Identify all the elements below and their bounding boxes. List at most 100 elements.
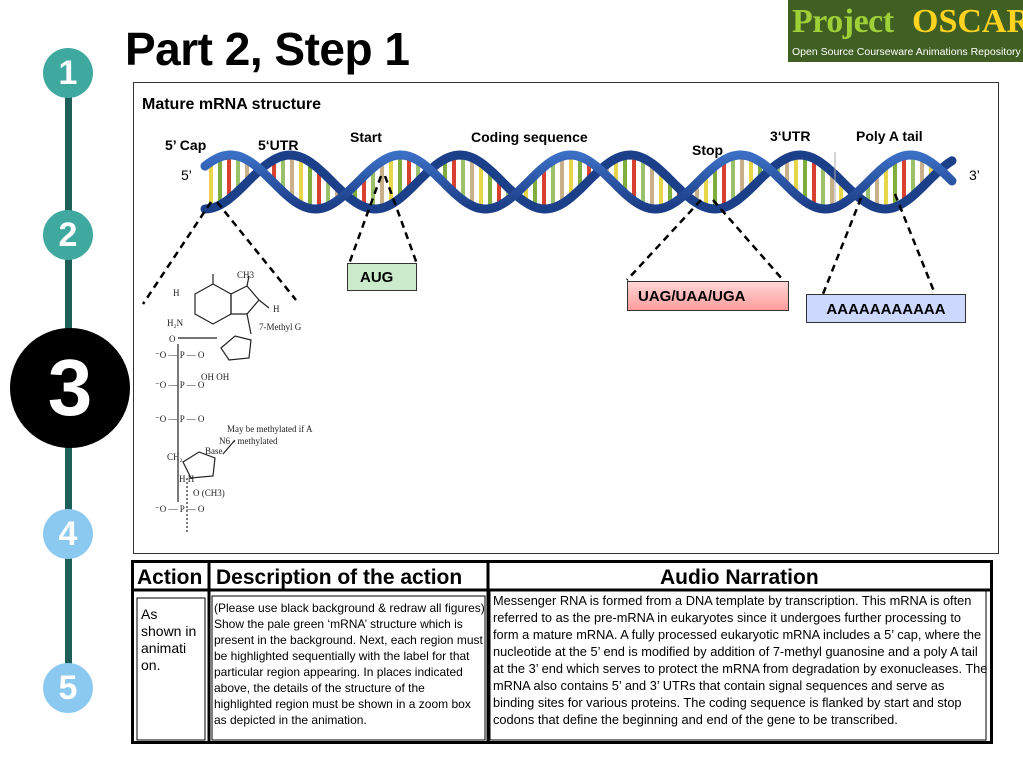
base-pair	[236, 156, 240, 192]
action-text: As shown in animati on.	[141, 606, 197, 673]
logo-tagline: Open Source Courseware Animations Reposi…	[792, 46, 1021, 58]
svg-text:N6 - methylated: N6 - methylated	[219, 436, 278, 446]
label-3-utr: 3‘UTR	[770, 128, 811, 144]
step-timeline	[10, 48, 130, 713]
svg-text:O (CH3): O (CH3)	[193, 488, 225, 498]
zoom-lines	[141, 175, 937, 305]
svg-text:H H: H H	[179, 474, 195, 484]
step-2-number: 2	[58, 216, 78, 254]
step-2-marker[interactable]	[43, 210, 93, 260]
base-pair	[623, 155, 627, 194]
svg-text:⁻O — P — O: ⁻O — P — O	[155, 504, 205, 514]
base-pair	[542, 166, 546, 209]
base-pair	[488, 169, 492, 209]
base-pair	[524, 183, 528, 203]
label-5-utr: 5‘UTR	[258, 137, 299, 153]
table-gridlines	[131, 560, 993, 744]
base-pair	[281, 155, 285, 192]
base-pair	[812, 158, 816, 207]
base-pair	[695, 182, 699, 204]
stop-zoom-line-right	[712, 199, 784, 281]
step-3-marker[interactable]	[10, 328, 130, 448]
diagram-title: Mature mRNA structure	[142, 96, 321, 113]
cap-structure-labels: H H₂N CH3 H 7-Methyl G O ⁻O — P — O ⁻O —…	[155, 270, 313, 514]
base-pair	[911, 155, 915, 196]
base-pair	[371, 167, 375, 209]
label-coding-sequence: Coding sequence	[471, 129, 588, 145]
mrna-helix-diagram: H H₂N CH3 H 7-Methyl G O ⁻O — P — O ⁻O —…	[141, 150, 957, 534]
base-pair	[740, 155, 744, 197]
logo-word-oscar: OSCAR	[912, 3, 1023, 40]
base-pair	[776, 163, 780, 178]
step-1-marker[interactable]	[43, 48, 93, 98]
base-pair	[290, 155, 294, 200]
storyboard-table	[131, 560, 993, 744]
base-pair	[362, 176, 366, 207]
label-stop: Stop	[692, 142, 724, 158]
base-pair	[335, 186, 339, 201]
base-pair	[461, 155, 465, 201]
base-pair	[506, 187, 510, 201]
svg-text:H: H	[273, 304, 280, 314]
svg-text:O: O	[169, 334, 176, 344]
base-pair	[614, 158, 618, 186]
base-pair	[497, 178, 501, 206]
base-pair	[560, 156, 564, 204]
cap-zoom-line-left	[141, 201, 213, 305]
project-oscar-logo: Project OSCAR Open Source Courseware Ani…	[788, 0, 1023, 62]
base-pair	[479, 162, 483, 209]
base-pair	[731, 156, 735, 204]
ribose-ring-2	[182, 451, 216, 479]
label-3-prime-end: 3’	[969, 167, 980, 183]
base-pair	[308, 162, 312, 209]
base-pair	[416, 160, 420, 182]
svg-text:H₂N: H₂N	[167, 318, 184, 328]
polya-zoom-line-right	[893, 193, 937, 295]
step-5-marker[interactable]	[43, 663, 93, 713]
step-5-number: 5	[58, 669, 78, 707]
ribose-ring-1	[220, 335, 252, 361]
base-pair	[272, 159, 276, 184]
base-pair	[218, 156, 222, 205]
label-poly-a-tail: Poly A tail	[856, 128, 923, 144]
base-pair	[920, 157, 924, 188]
poly-a-box: AAAAAAAAAAA	[806, 294, 966, 323]
base-pair	[839, 180, 843, 205]
base-pair	[650, 163, 654, 209]
label-start: Start	[350, 129, 382, 145]
base-pair	[758, 161, 762, 180]
base-pair	[632, 155, 636, 201]
base-pair	[794, 155, 798, 195]
mrna-strand-back	[200, 150, 957, 214]
page-title: Part 2, Step 1	[125, 23, 410, 75]
base-pair	[902, 155, 906, 203]
label-5-cap: 5’ Cap	[165, 137, 207, 153]
step-4-marker[interactable]	[43, 509, 93, 559]
base-pair	[578, 156, 582, 190]
start-zoom-line-right	[383, 175, 419, 265]
base-pair	[299, 157, 303, 206]
step-1-number: 1	[58, 54, 78, 92]
base-pair	[470, 157, 474, 206]
base-pair	[587, 161, 591, 181]
header-description: Description of the action	[216, 566, 463, 589]
base-pair	[353, 184, 357, 202]
base-pair	[551, 160, 555, 208]
logo-word-project: Project	[792, 3, 894, 40]
polya-zoom-line-left	[821, 197, 863, 295]
base-pair	[668, 179, 672, 206]
base-pair	[875, 173, 879, 208]
svg-text:⁻O — P — O: ⁻O — P — O	[155, 350, 205, 360]
base-pair	[893, 159, 897, 208]
base-pair	[452, 155, 456, 193]
base-pair	[830, 171, 834, 209]
base-pair	[713, 166, 717, 209]
stop-codon-box: UAG/UAA/UGA	[627, 281, 789, 311]
svg-text:May be methylated if A: May be methylated if A	[227, 424, 313, 434]
svg-text:OH OH: OH OH	[201, 372, 230, 382]
base-pair	[641, 158, 645, 207]
stop-zoom-line-left	[626, 199, 702, 281]
base-pair	[389, 156, 393, 205]
header-action: Action	[137, 566, 203, 589]
guanine-ring-5	[230, 285, 260, 315]
